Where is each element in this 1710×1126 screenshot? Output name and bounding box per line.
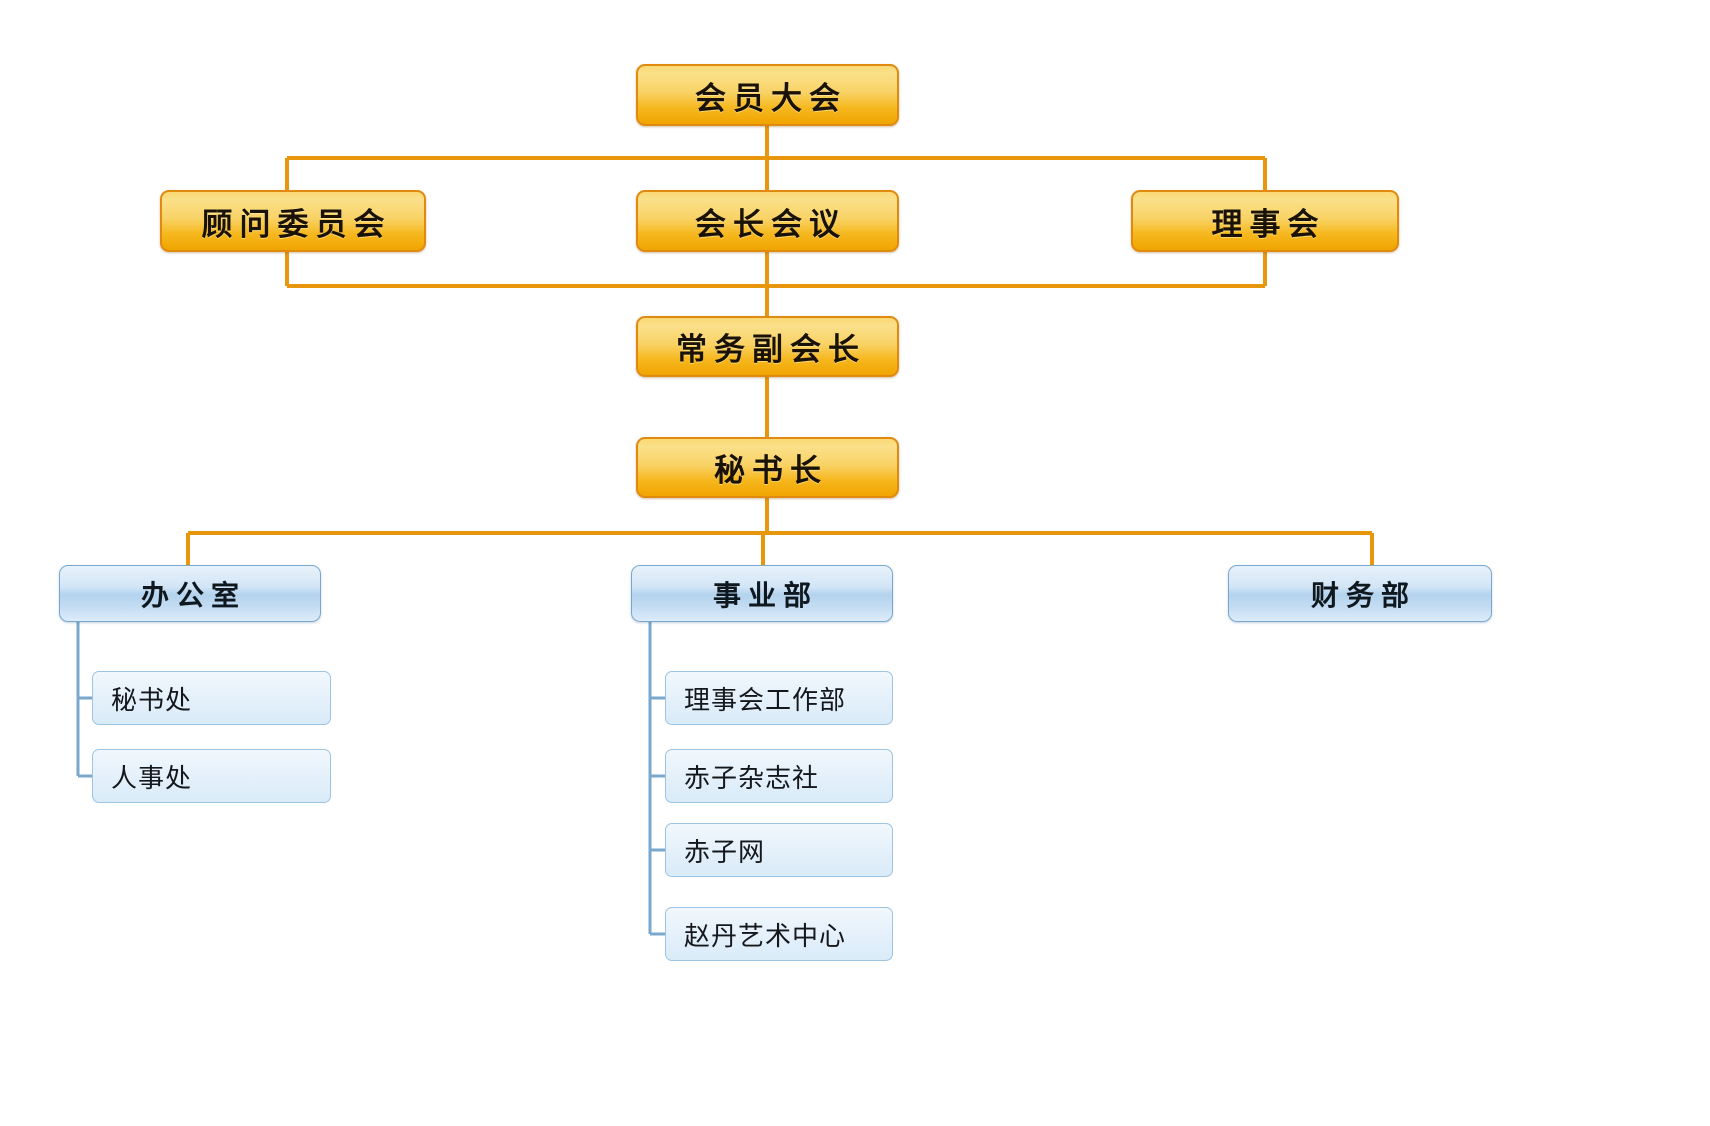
node-assembly[interactable]: 会员大会: [636, 64, 899, 126]
node-executive-vice-president[interactable]: 常务副会长: [636, 316, 899, 377]
node-executive-vice-president-label: 常务副会长: [676, 332, 866, 368]
node-office-child-personnel-label: 人事处: [111, 763, 193, 794]
node-advisory-committee-label: 顾问委员会: [201, 206, 392, 243]
node-board-of-directors[interactable]: 理事会: [1131, 190, 1399, 252]
node-assembly-label: 会员大会: [695, 80, 847, 117]
node-business-child-art-center-label: 赵丹艺术中心: [684, 921, 847, 952]
node-president-meeting[interactable]: 会长会议: [636, 190, 899, 252]
node-business-child-board-work-label: 理事会工作部: [684, 685, 847, 716]
node-business-child-art-center[interactable]: 赵丹艺术中心: [665, 907, 893, 961]
node-business-child-website[interactable]: 赤子网: [665, 823, 893, 877]
node-business-child-magazine-label: 赤子杂志社: [684, 763, 820, 794]
node-president-meeting-label: 会长会议: [695, 206, 847, 243]
node-finance-department-label: 财务部: [1310, 578, 1416, 612]
node-office-child-personnel[interactable]: 人事处: [92, 749, 331, 803]
node-advisory-committee[interactable]: 顾问委员会: [160, 190, 426, 252]
node-business-child-magazine[interactable]: 赤子杂志社: [665, 749, 893, 803]
node-office[interactable]: 办公室: [59, 565, 321, 622]
node-office-label: 办公室: [140, 578, 246, 612]
node-secretary-general-label: 秘书长: [714, 453, 828, 489]
node-office-child-secretariat[interactable]: 秘书处: [92, 671, 331, 725]
node-board-of-directors-label: 理事会: [1211, 206, 1326, 243]
node-business-division[interactable]: 事业部: [631, 565, 893, 622]
node-business-division-label: 事业部: [712, 578, 818, 612]
node-business-child-website-label: 赤子网: [684, 837, 766, 868]
node-secretary-general[interactable]: 秘书长: [636, 437, 899, 498]
node-business-child-board-work[interactable]: 理事会工作部: [665, 671, 893, 725]
node-office-child-secretariat-label: 秘书处: [111, 685, 193, 716]
node-finance-department[interactable]: 财务部: [1228, 565, 1492, 622]
